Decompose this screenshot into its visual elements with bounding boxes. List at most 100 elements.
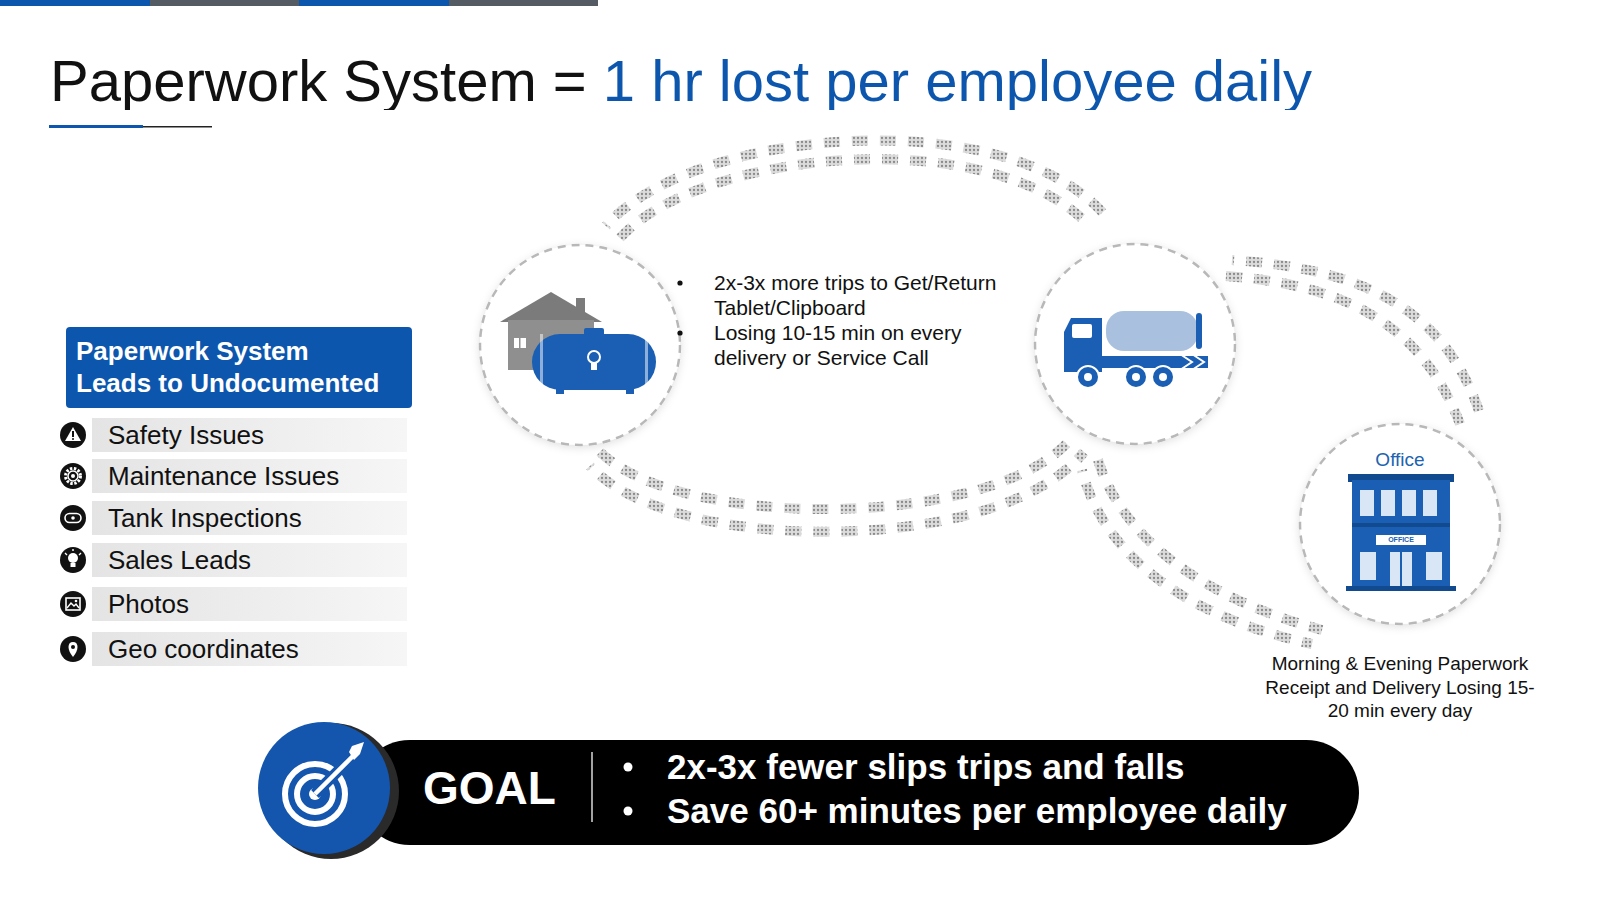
- list-icon: [60, 505, 86, 531]
- issue-band: Sales Leads: [92, 543, 407, 577]
- office-building: [1352, 523, 1450, 527]
- title-underline: [49, 125, 143, 128]
- house-tank-illustration: [519, 338, 521, 348]
- title-underline: [49, 125, 212, 128]
- title-underline: [143, 126, 212, 128]
- issue-text: Safety Issues: [108, 418, 403, 452]
- goal-item: 2x-3x fewer slips trips and falls: [667, 749, 1184, 785]
- truck-illustration: [1180, 354, 1204, 370]
- list-icon: [60, 505, 86, 531]
- list-icon: [60, 636, 86, 662]
- list-icon: [71, 474, 75, 478]
- office-building: [1402, 490, 1416, 516]
- goal-target-badge: [309, 788, 321, 800]
- office-building: [1346, 474, 1456, 591]
- goal-band: GOAL2x-3x fewer slips trips and fallsSav…: [357, 740, 1359, 845]
- footprint-trail: [606, 140, 1104, 226]
- list-icon: [60, 463, 86, 489]
- list-icon: [65, 427, 81, 441]
- site-circle: [480, 244, 1235, 445]
- issue-text: Sales Leads: [108, 543, 403, 577]
- goal-target-badge: [297, 776, 333, 812]
- goal-heading: GOAL: [423, 765, 556, 811]
- goal-divider: [592, 752, 593, 822]
- note-text: Losing 10-15 min on every delivery or Se…: [714, 321, 1014, 370]
- list-icon: [65, 514, 81, 523]
- footprint-trail: [1098, 460, 1322, 630]
- office-circle: OfficeMorning & Evening Paperwork Receip…: [1298, 422, 1502, 626]
- footprint-trail: [590, 452, 1084, 532]
- office-building: [1400, 552, 1402, 588]
- goal-target-badge: [315, 753, 356, 794]
- list-icon: [60, 636, 86, 662]
- list-icon: [66, 469, 81, 484]
- footprint-trail: [1232, 260, 1480, 414]
- office-building: [1348, 474, 1454, 482]
- office-building: [1360, 552, 1376, 580]
- site-circle: [1035, 244, 1235, 444]
- truck-illustration: [1196, 313, 1202, 349]
- header-box: Paperwork System Leads to Undocumented: [66, 327, 412, 408]
- goal-target-badge: [285, 764, 345, 824]
- footprint-trail: [1226, 276, 1460, 424]
- list-icon: [60, 591, 86, 617]
- site-circle: [480, 245, 680, 445]
- house-tank-illustration: [514, 338, 526, 348]
- truck-illustration: [1072, 324, 1092, 338]
- house-tank-illustration: [588, 351, 600, 363]
- goal-target-badge: [258, 722, 399, 859]
- bullet-dot: [624, 807, 633, 816]
- header-text: Paperwork System Leads to Undocumented: [76, 335, 386, 399]
- top-bar: [299, 0, 449, 6]
- footprint-trail: [1082, 470, 1312, 644]
- list-icon: [68, 471, 78, 481]
- top-bar: [0, 0, 150, 6]
- list-icon: [60, 547, 86, 573]
- list-icon: [65, 549, 81, 555]
- truck-illustration: [1152, 366, 1174, 388]
- house-tank-illustration: [500, 292, 602, 322]
- house-tank-illustration: [645, 334, 648, 390]
- truck-illustration: [1125, 366, 1147, 388]
- office-note: Morning & Evening Paperwork Receipt and …: [1260, 652, 1540, 723]
- list-icon: [60, 591, 86, 617]
- list-icon: [60, 547, 86, 573]
- office-building: [1376, 535, 1426, 545]
- list-icon: [71, 645, 75, 649]
- footprint-trail: [600, 440, 1070, 509]
- issue-text: Tank Inspections: [108, 501, 403, 535]
- office-building: [1360, 490, 1374, 516]
- bullet-dot: [677, 280, 682, 285]
- office-building: [1423, 490, 1437, 516]
- issue-band: Photos: [92, 587, 407, 621]
- list-icon: [67, 603, 79, 608]
- issue-text: Maintenance Issues: [108, 459, 403, 493]
- office-building: [1426, 552, 1442, 580]
- list-icon: [60, 463, 86, 489]
- truck-illustration: [1064, 311, 1208, 388]
- bullet-dot: [677, 280, 682, 335]
- truck-illustration: [1106, 311, 1198, 351]
- list-icon: [60, 422, 86, 448]
- top-bar: [449, 0, 598, 6]
- list-icon: [72, 438, 74, 440]
- issue-band: Geo coordinates: [92, 632, 407, 666]
- truck-illustration: [1077, 366, 1099, 388]
- note-text: 2x-3x more trips to Get/Return Tablet/Cl…: [714, 271, 1014, 320]
- truck-illustration: [1132, 373, 1140, 381]
- house-tank-illustration: [532, 334, 656, 390]
- sign-text: OFFICE: [1371, 535, 1431, 545]
- list-icon: [69, 642, 78, 657]
- office-building: [1352, 480, 1450, 590]
- office-building: [1381, 490, 1395, 516]
- list-icon: [66, 598, 80, 610]
- house-tank-illustration: [500, 292, 656, 394]
- goal-target-badge: [315, 753, 356, 794]
- list-icon: [71, 516, 75, 520]
- slide-title: Paperwork System = 1 hr lost per employe…: [50, 52, 1312, 110]
- goal-target-badge: [349, 742, 364, 760]
